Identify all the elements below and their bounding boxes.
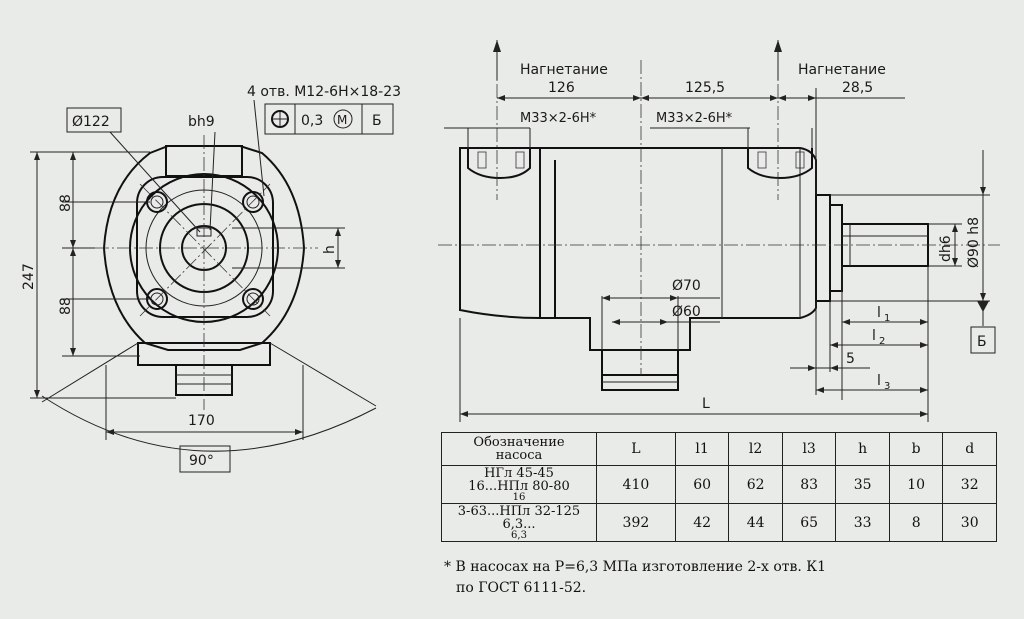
- table-cell: 35: [835, 465, 890, 504]
- table-cell: 60: [674, 465, 730, 504]
- dim-126: 126: [548, 80, 575, 96]
- table-cell: 42: [674, 503, 730, 542]
- dim-28-5: 28,5: [842, 80, 873, 96]
- dim-170: 170: [188, 413, 215, 429]
- svg-text:l: l: [872, 328, 876, 344]
- designation-line: 16: [512, 491, 526, 503]
- datum-b-label: Б: [977, 334, 987, 350]
- designation-line: НГл 45-45: [484, 465, 554, 481]
- table-cell: 392: [596, 503, 676, 542]
- datum-label: Б: [372, 113, 382, 129]
- l1-label: l 1: [877, 305, 890, 324]
- dim-88-top: 88: [58, 194, 74, 212]
- inlet-left-label: Нагнетание: [520, 62, 608, 78]
- table-cell: 62: [728, 465, 783, 504]
- tolerance-value: 0,3: [301, 113, 323, 129]
- dim-125-5: 125,5: [685, 80, 725, 96]
- col-header-l3: l3: [781, 432, 837, 466]
- angle-label: 90°: [189, 453, 214, 469]
- phi90-label: Ø90 h8: [966, 217, 982, 268]
- col-header-l2: l2: [728, 432, 783, 466]
- footnote-line-1: * В насосах на Р=6,3 МПа изготовление 2-…: [444, 559, 827, 575]
- inlet-right-label: Нагнетание: [798, 62, 886, 78]
- col-header-h: h: [835, 432, 890, 466]
- col-header-d: d: [942, 432, 997, 466]
- footnote: * В насосах на Р=6,3 МПа изготовление 2-…: [444, 557, 826, 599]
- header-line-1: Обозначение: [473, 435, 565, 450]
- table-cell: 33: [835, 503, 890, 542]
- svg-text:l: l: [877, 305, 881, 321]
- designation-line: 3-63...НПл 32-125: [457, 503, 581, 519]
- side-view: [438, 40, 1000, 422]
- dim-88-bottom: 88: [58, 297, 74, 315]
- table-cell: 83: [781, 465, 837, 504]
- table-header-row: Обозначение насоса L l1 l2 l3 h b d: [441, 432, 997, 466]
- table-row: 3-63...НПл 32-125 6,3... 6,3 392 42 44 6…: [441, 503, 997, 542]
- max-material-icon: [333, 109, 353, 129]
- table-cell: 10: [888, 465, 944, 504]
- dim-h: h: [322, 245, 338, 254]
- table-cell: 8: [888, 503, 944, 542]
- designation-line: 16...НПл 80-80: [468, 478, 570, 494]
- l3-label: l 3: [877, 373, 890, 392]
- table-cell: 65: [781, 503, 837, 542]
- footnote-line-2: по ГОСТ 6111-52.: [456, 580, 587, 596]
- header-line-2: насоса: [495, 448, 543, 463]
- bolt-holes: [146, 191, 264, 310]
- bh9-label: bh9: [188, 114, 215, 130]
- svg-text:3: 3: [884, 381, 890, 392]
- thread-left-label: М33×2-6Н*: [520, 111, 597, 126]
- holes-label: 4 отв. М12-6Н×18-23: [247, 84, 401, 100]
- dh6-label: dh6: [938, 235, 954, 262]
- l2-label: l 2: [872, 328, 885, 347]
- svg-text:1: 1: [884, 313, 890, 324]
- phi122-box: Ø122: [66, 107, 122, 133]
- phi70-label: Ø70: [672, 278, 701, 294]
- svg-text:l: l: [877, 373, 881, 389]
- dim-247: 247: [21, 263, 37, 290]
- table-cell: 30: [942, 503, 997, 542]
- designation-line: 6,3...: [502, 516, 536, 532]
- col-header-b: b: [888, 432, 944, 466]
- table-cell: 44: [728, 503, 783, 542]
- datum-box: Б: [970, 326, 996, 354]
- table-cell: 410: [596, 465, 676, 504]
- dim-5: 5: [846, 351, 855, 367]
- svg-text:2: 2: [879, 336, 885, 347]
- phi122-label: Ø122: [72, 114, 110, 130]
- designation-line: 6,3: [511, 529, 527, 541]
- tolerance-modifier: M: [337, 113, 347, 127]
- table-cell: 32: [942, 465, 997, 504]
- row-designation: 3-63...НПл 32-125 6,3... 6,3: [441, 503, 597, 542]
- pump-dimensions-table: Обозначение насоса L l1 l2 l3 h b d НГл …: [441, 432, 997, 542]
- tolerance-frame: 0,3 M Б: [264, 103, 394, 135]
- thread-right-label: М33×2-6Н*: [656, 111, 733, 126]
- col-header-l1: l1: [674, 432, 730, 466]
- angle-box: 90°: [179, 445, 231, 473]
- col-header-L: L: [596, 432, 676, 466]
- table-row: НГл 45-45 16...НПл 80-80 16 410 60 62 83…: [441, 465, 997, 504]
- front-view: [30, 99, 377, 452]
- phi60-label: Ø60: [672, 304, 701, 320]
- dim-L: L: [702, 396, 710, 412]
- designation-header: Обозначение насоса: [441, 432, 597, 466]
- row-designation: НГл 45-45 16...НПл 80-80 16: [441, 465, 597, 504]
